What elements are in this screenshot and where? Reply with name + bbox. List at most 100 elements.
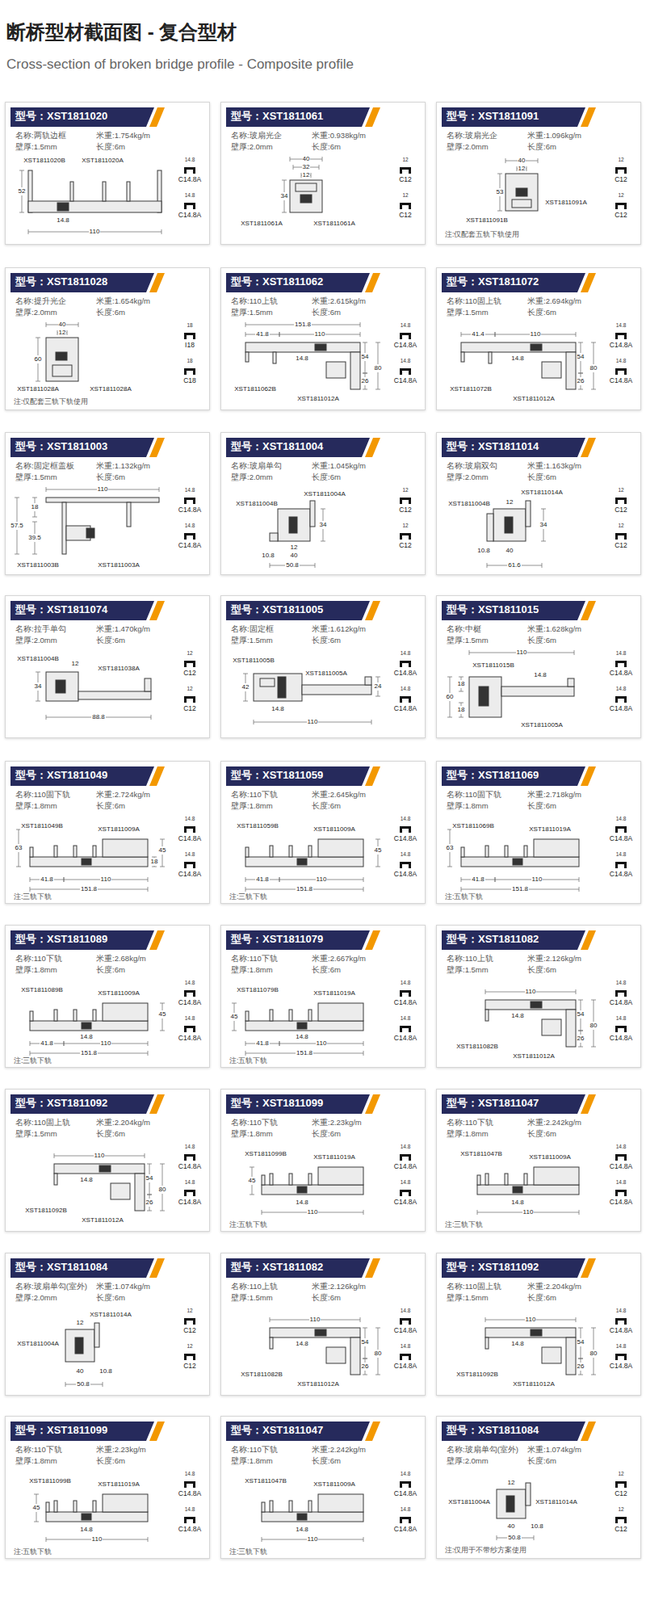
strip-size: 14.8 xyxy=(616,1342,627,1349)
strip-size: 14.8 xyxy=(400,357,412,364)
dimension-line xyxy=(541,541,546,542)
strip-icon xyxy=(399,660,412,667)
drawing-label: 50.8 xyxy=(285,561,300,569)
profile-section xyxy=(504,845,508,857)
strip-size: 14.8 xyxy=(400,979,412,986)
strip-size: 14.8 xyxy=(184,1015,196,1021)
dimension-line xyxy=(78,322,80,328)
dimension-line xyxy=(362,1358,368,1360)
drawing-label: 14.8 xyxy=(294,354,310,362)
drawing-label: XST1811012A xyxy=(511,394,555,403)
header-band xyxy=(10,930,155,950)
profile-section xyxy=(461,847,465,857)
profile-section xyxy=(541,361,562,378)
header-band xyxy=(226,437,370,458)
profile-drawing xyxy=(436,595,641,738)
drawing-label: 26 xyxy=(360,1362,370,1370)
spec-text: 壁厚:1.8mm xyxy=(230,801,273,811)
strip-code: C14.8A xyxy=(178,1198,202,1207)
profile-section xyxy=(134,1173,145,1211)
accent-stripe xyxy=(149,1258,165,1278)
drawing-label: 10.8 xyxy=(98,1367,114,1375)
strip-icon xyxy=(184,989,196,997)
header-band xyxy=(226,1421,370,1441)
profile-section xyxy=(92,1009,97,1021)
profile-section xyxy=(54,1500,58,1512)
page-subtitle: Cross-section of broken bridge profile -… xyxy=(6,56,354,73)
spec-text: 壁厚:1.5mm xyxy=(230,1293,273,1303)
drawing-label: 14.8 xyxy=(510,1339,525,1347)
profile-section xyxy=(269,532,278,542)
dimension-line xyxy=(533,1535,535,1540)
model-header: 型号：XST1811079 xyxy=(230,933,323,946)
dimension-line xyxy=(494,331,496,337)
drawing-label: 32 xyxy=(302,163,311,171)
strip-icon xyxy=(399,861,412,869)
accent-stripe xyxy=(149,1421,165,1441)
profile-card: 型号：XST1811004名称:玻扇单勾米重:1.045kg/m壁厚:2.0mm… xyxy=(220,432,426,575)
strip-size: 14.8 xyxy=(616,851,627,857)
spec-text: 长度:6m xyxy=(527,473,557,483)
profile-card: 型号：XST1811015名称:中梃米重:1.628kg/m壁厚:1.5mm长度… xyxy=(436,595,642,739)
spec-text: 长度:6m xyxy=(527,965,557,975)
spec-text: 壁厚:1.5mm xyxy=(446,1293,489,1303)
profile-section xyxy=(501,686,575,697)
profile-section xyxy=(525,1482,531,1506)
dimension-line xyxy=(320,541,326,542)
drawing-label: 10.8 xyxy=(260,551,276,559)
drawing-label: 110 xyxy=(306,717,319,726)
accent-stripe xyxy=(580,107,596,127)
strip-icon xyxy=(184,532,196,540)
strip-code: C14.8A xyxy=(394,1489,417,1498)
spec-text: 米重:1.163kg/m xyxy=(527,461,582,471)
profile-card: 型号：XST1811061名称:玻扇光企米重:0.938kg/m壁厚:2.0mm… xyxy=(220,101,426,245)
drawing-label: 14.8 xyxy=(270,704,286,713)
spec-text: 名称:110下轨 xyxy=(230,954,278,964)
drawing-label: 10.8 xyxy=(529,1522,545,1530)
dimension-line xyxy=(245,331,247,337)
dimension-line xyxy=(363,1050,365,1056)
drawing-label: 40 xyxy=(517,156,527,164)
profile-section xyxy=(308,1500,312,1512)
drawing-label: 14.8 xyxy=(510,1198,525,1206)
drawing-label: 18 xyxy=(30,503,40,511)
dimension-line xyxy=(363,1209,365,1215)
spec-text: 名称:固定框 xyxy=(230,625,274,634)
drawing-label: 40 xyxy=(302,155,311,163)
strip-code: C14.8A xyxy=(609,1326,633,1335)
profile-section xyxy=(46,337,79,382)
thermal-strip xyxy=(530,1001,542,1008)
profile-section xyxy=(102,838,148,857)
accent-stripe xyxy=(364,107,381,127)
dimension-line xyxy=(469,650,470,655)
spec-text: 壁厚:2.0mm xyxy=(15,1293,58,1303)
drawing-label: 110 xyxy=(100,875,113,883)
header-band xyxy=(10,1094,155,1114)
accent-stripe xyxy=(580,930,596,950)
profile-section xyxy=(73,1500,77,1512)
dimension-line xyxy=(63,1040,65,1046)
thermal-strip xyxy=(530,1329,542,1336)
strip-code: C14.8A xyxy=(394,870,417,879)
drawing-label: XST1811004B xyxy=(234,499,278,508)
strip-code: C14.8A xyxy=(394,1362,417,1371)
profile-section xyxy=(62,502,67,554)
strip-code: C14.8A xyxy=(178,870,202,879)
spec-text: 名称:玻扇双勾 xyxy=(446,461,498,471)
dimension-line xyxy=(591,342,596,344)
header-band xyxy=(226,1094,370,1114)
spec-text: 米重:2.23kg/m xyxy=(311,1118,362,1128)
spec-text: 米重:2.242kg/m xyxy=(311,1445,366,1455)
spec-text: 米重:1.096kg/m xyxy=(527,131,582,141)
strip-size: 14.8 xyxy=(400,322,412,328)
spec-text: 米重:2.204kg/m xyxy=(96,1118,151,1128)
note-text: 注:三轨下轨 xyxy=(13,1057,52,1066)
profile-card: 型号：XST1811059名称:110下轨米重:2.645kg/m壁厚:1.8m… xyxy=(220,760,426,904)
drawing-label: 14.8 xyxy=(79,1032,94,1041)
strip-code: C12 xyxy=(183,1326,197,1335)
dimension-line xyxy=(147,1050,149,1056)
drawing-label: XST1811028A xyxy=(88,385,132,393)
drawing-label: XST1811019A xyxy=(312,989,356,997)
dimension-line xyxy=(362,1374,368,1376)
drawing-label: 52 xyxy=(17,187,27,195)
